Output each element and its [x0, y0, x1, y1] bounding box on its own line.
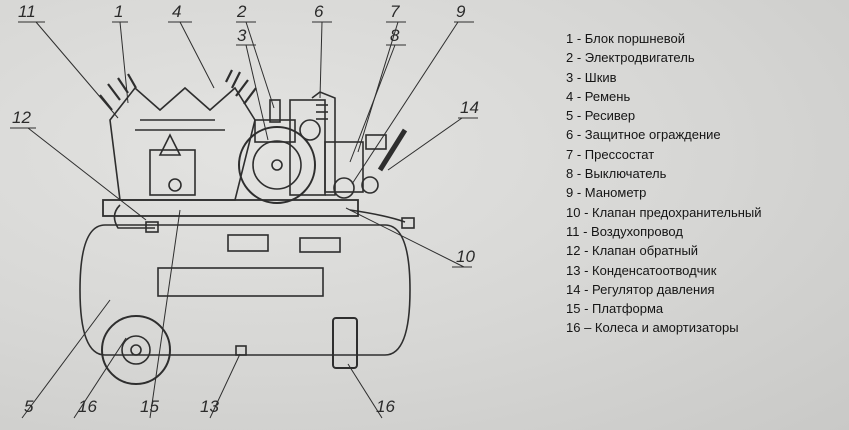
callout-6: 6	[314, 2, 324, 21]
callout-2: 2	[236, 2, 247, 21]
callout-9: 9	[456, 2, 466, 21]
pressure-switch	[324, 134, 387, 193]
pulley-guard	[238, 99, 316, 204]
legend-item: 13 - Конденсатоотводчик	[566, 262, 717, 278]
condensate-drain	[235, 345, 247, 356]
callout-11: 11	[18, 2, 36, 21]
piston-block	[99, 69, 257, 201]
legend-item: 8 - Выключатель	[566, 166, 667, 182]
legend-item: 16 – Колеса и амортизаторы	[566, 320, 739, 336]
air-line	[113, 204, 159, 233]
legend-item: 15 - Платформа	[566, 301, 664, 317]
parts-legend: 1 - Блок поршневой 2 - Электродвигатель …	[566, 29, 849, 338]
callout-4: 4	[172, 2, 181, 21]
legend-item: 14 - Регулятор давления	[566, 281, 715, 297]
callout-16a: 16	[78, 397, 97, 416]
callout-15: 15	[140, 397, 159, 416]
legend-item: 4 - Ремень	[566, 88, 631, 104]
manometer	[333, 176, 379, 199]
wheel	[101, 315, 171, 385]
legend-item: 5 - Ресивер	[566, 108, 636, 124]
legend-item: 1 - Блок поршневой	[566, 31, 686, 46]
legend-item: 3 - Шкив	[566, 69, 617, 85]
legend-item: 2 - Электродвигатель	[566, 50, 695, 66]
legend-item: 7 - Прессостат	[566, 146, 655, 162]
callout-10: 10	[456, 247, 475, 266]
platform	[102, 199, 359, 217]
callout-numbers: 1 2 3 4 5 6 7 8 9 10 11 12 13 14 15 16 1…	[12, 2, 479, 416]
rubber-foot	[332, 317, 358, 369]
callout-7: 7	[390, 2, 400, 21]
legend-item: 9 - Манометр	[566, 185, 647, 201]
legend-item: 12 - Клапан обратный	[566, 243, 699, 259]
callout-1: 1	[114, 2, 123, 21]
callout-3: 3	[237, 26, 247, 45]
legend-item: 6 - Защитное ограждение	[566, 127, 721, 143]
legend-item: 10 - Клапан предохранительный	[566, 204, 762, 220]
callout-16b: 16	[376, 397, 395, 416]
callout-5: 5	[24, 397, 34, 416]
leader-lines	[10, 21, 478, 419]
callout-12: 12	[12, 108, 31, 127]
pressure-regulator	[349, 128, 415, 229]
callout-8: 8	[390, 26, 400, 45]
legend-item: 11 - Воздухопровод	[566, 223, 683, 239]
callout-14: 14	[460, 98, 479, 117]
receiver-tank	[79, 224, 411, 356]
callout-13: 13	[200, 397, 219, 416]
